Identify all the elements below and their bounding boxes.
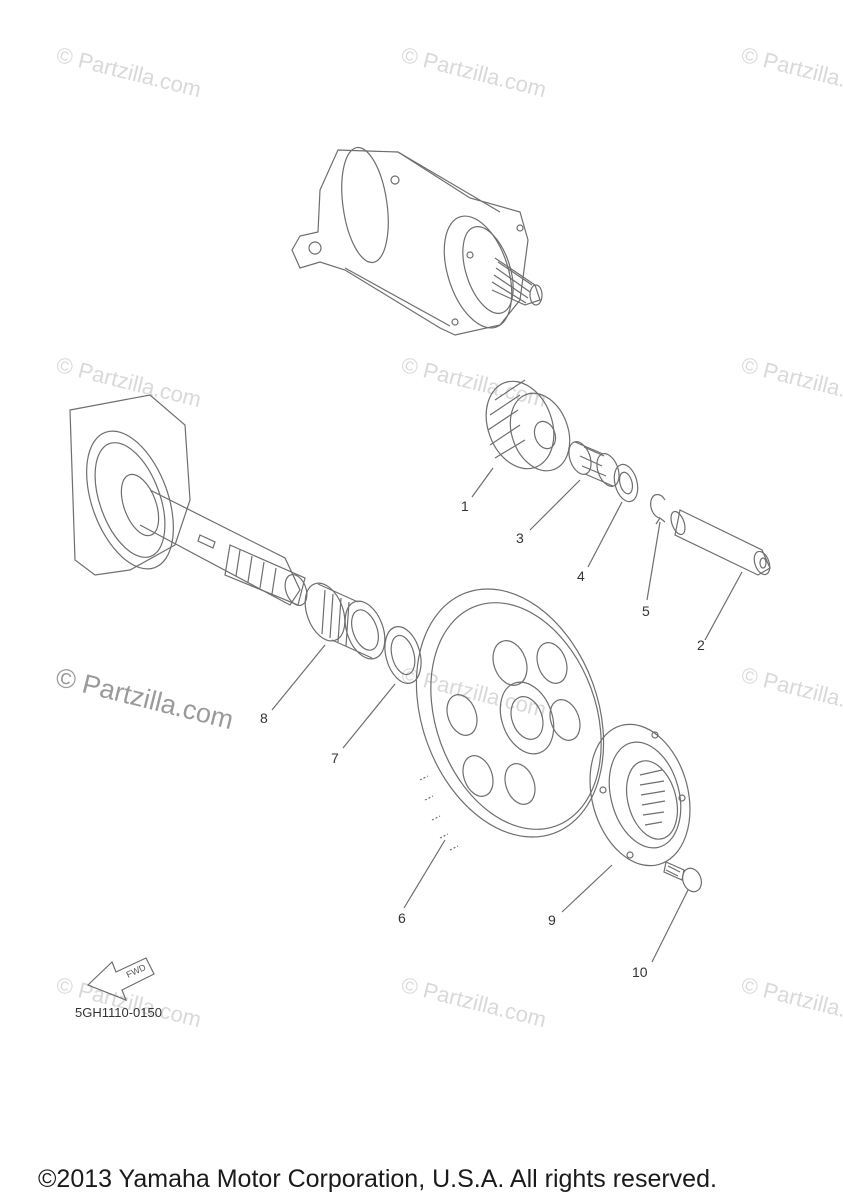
part-7-washer (384, 626, 422, 684)
callout-2: 2 (697, 637, 705, 653)
diagram-code: 5GH1110-0150 (75, 1005, 162, 1020)
fwd-arrow (86, 957, 155, 1002)
fwd-label: FWD (125, 962, 148, 980)
copyright-notice: ©2013 Yamaha Motor Corporation, U.S.A. A… (38, 1165, 717, 1193)
part-8-bearing (304, 582, 386, 660)
leader-lines (271, 467, 743, 963)
callout-1: 1 (461, 498, 469, 514)
callout-8: 8 (260, 710, 268, 726)
callout-10: 10 (632, 964, 648, 980)
part-10-bolt (663, 861, 703, 893)
crankshaft-illustration (69, 394, 308, 607)
callout-9: 9 (548, 912, 556, 928)
callout-6: 6 (398, 910, 406, 926)
part-9-clutch (589, 723, 691, 867)
part-6-starter-gear (415, 588, 605, 851)
callout-7: 7 (331, 750, 339, 766)
callout-4: 4 (577, 568, 585, 584)
starter-motor-illustration (291, 146, 543, 336)
part-2-shaft (670, 509, 771, 576)
part-5-circlip (650, 493, 666, 525)
callout-5: 5 (642, 603, 650, 619)
part-1-gear (485, 379, 571, 472)
callout-3: 3 (516, 530, 524, 546)
part-4-washer (613, 463, 639, 503)
